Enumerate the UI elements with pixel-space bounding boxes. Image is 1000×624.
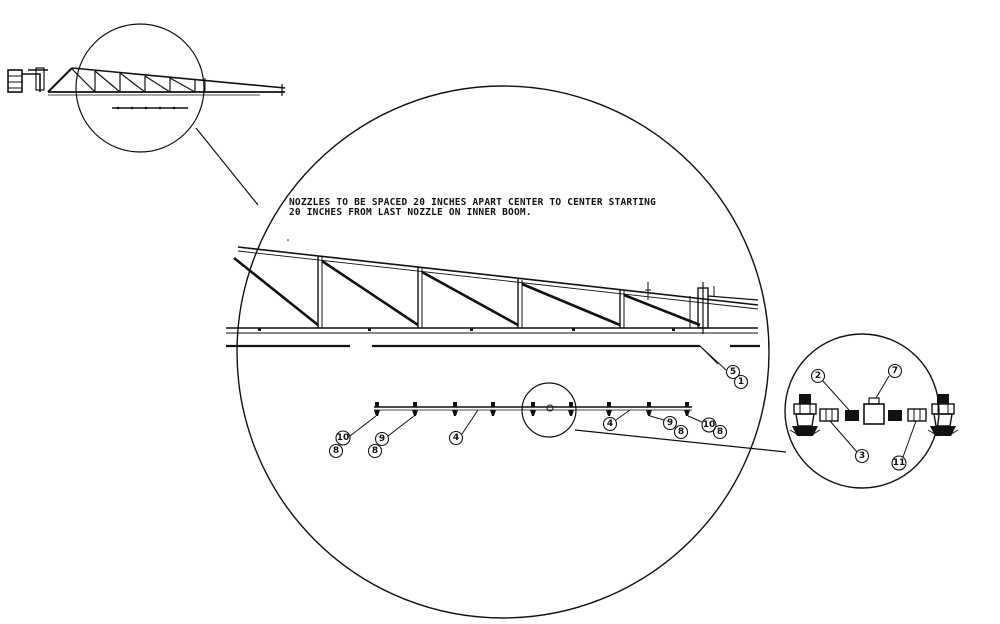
note-line-1: NOZZLES TO BE SPACED 20 INCHES APART CEN… (289, 197, 656, 208)
nozzle (684, 402, 690, 416)
callout-3-label: 3 (859, 451, 865, 461)
callout-4-left (448, 430, 464, 446)
nozzle (412, 402, 418, 416)
callout-8-b-label: 8 (372, 446, 378, 456)
overview-leader-line (195, 127, 259, 206)
fitting-2 (845, 410, 859, 421)
callout-1-label: 1 (738, 377, 744, 387)
note-line-2: 20 INCHES FROM LAST NOZZLE ON INNER BOOM… (289, 207, 532, 218)
nozzle-line (374, 402, 692, 416)
boom-pipe (226, 344, 760, 365)
callout-10-right (701, 417, 717, 433)
callout-7-label: 7 (892, 366, 898, 376)
nozzle (490, 402, 496, 416)
callout-8-c-label: 8 (678, 427, 684, 437)
boom-truss (226, 246, 759, 334)
fitting-detail-circle (784, 333, 940, 489)
callout-10-right-label: 10 (703, 420, 716, 430)
callout-2 (810, 368, 826, 384)
callout-9-right (662, 415, 678, 431)
callout-10-left-label: 10 (337, 433, 350, 443)
main-detail-circle (236, 85, 770, 619)
overview-detail-circle (75, 23, 205, 153)
nozzle (530, 402, 536, 416)
left-nozzle-body (789, 394, 821, 437)
nozzle (646, 402, 652, 416)
callout-8-c (673, 424, 689, 440)
nozzle (452, 402, 458, 416)
fitting-11 (907, 408, 927, 422)
callout-3 (854, 448, 870, 464)
callout-8-a (328, 443, 344, 459)
exploded-fittings (789, 394, 959, 437)
right-nozzle-body (927, 394, 959, 437)
callout-10-left (335, 430, 351, 446)
callout-4-left-label: 4 (453, 433, 459, 443)
nozzle (374, 402, 380, 416)
callout-1 (733, 374, 749, 390)
callout-11-label: 11 (893, 458, 906, 468)
nozzle (606, 402, 612, 416)
overview-boom (7, 67, 286, 110)
nozzle (568, 402, 574, 416)
fitting-3 (819, 408, 839, 422)
callout-11 (891, 455, 907, 471)
callout-8-d-label: 8 (717, 427, 723, 437)
callout-5-label: 5 (730, 367, 736, 377)
callout-8-a-label: 8 (333, 446, 339, 456)
callout-4-right (602, 416, 618, 432)
callout-5 (725, 364, 741, 380)
callout-4-right-label: 4 (607, 419, 613, 429)
nozzle-detail-circle (521, 382, 577, 438)
callouts: 5 1 10 8 9 8 4 4 9 8 10 8 (328, 345, 917, 471)
callout-2-label: 2 (815, 371, 821, 381)
fitting-7-tee (863, 403, 885, 425)
callout-9-left-label: 9 (379, 434, 385, 444)
callout-8-b (367, 443, 383, 459)
callout-9-left (374, 431, 390, 447)
nozzle-detail-leader (574, 429, 787, 453)
fitting-right-nipple (888, 410, 902, 421)
callout-7 (887, 363, 903, 379)
callout-8-d (712, 424, 728, 440)
callout-9-right-label: 9 (667, 418, 673, 428)
